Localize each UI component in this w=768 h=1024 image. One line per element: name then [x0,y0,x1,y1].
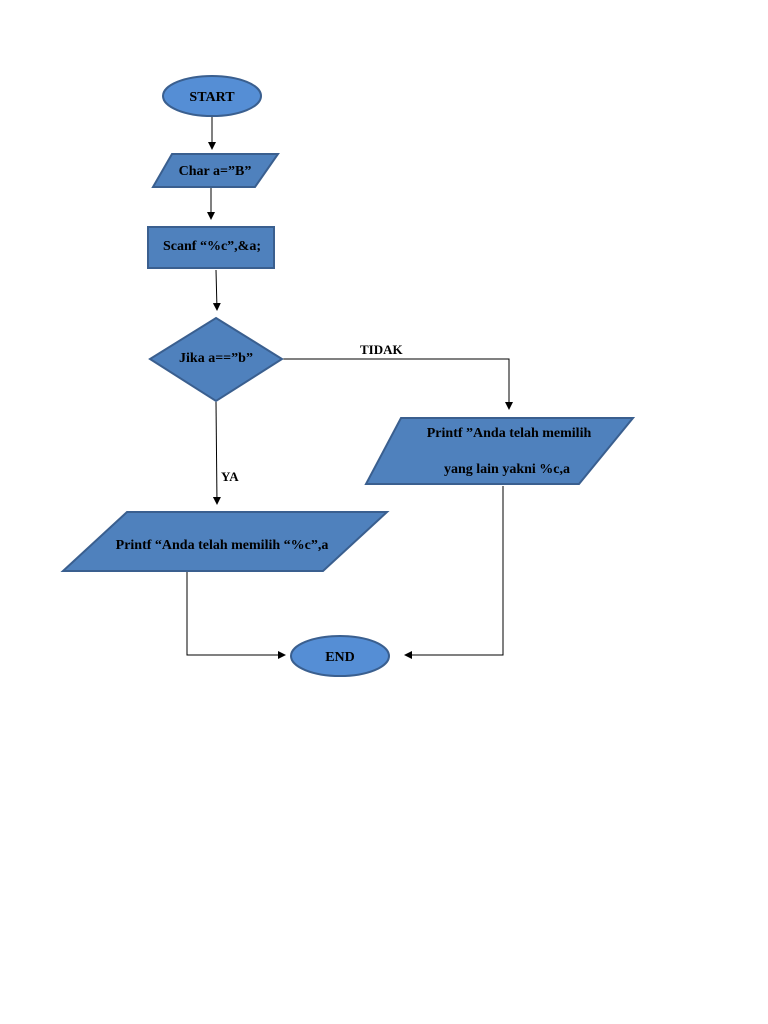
node-print-yes: Printf “Anda telah memilih “%c”,a [60,511,390,572]
terminal-shape [162,75,262,117]
node-declare: Char a=”B” [151,153,280,188]
node-end: END [290,635,390,677]
node-print-yes-label: Printf “Anda telah memilih “%c”,a [116,538,329,553]
edge-decision-to-print-no [282,358,513,410]
edge-label-yes: YA [221,469,239,484]
decision-shape [148,316,284,403]
input-output-shape [364,417,636,485]
node-start-label: START [189,90,235,105]
node-print-no-line1: Printf ”Anda telah memilih [427,426,592,441]
edge-decision-to-print-yes [212,401,221,505]
node-print-no-line2: yang lain yakni %c,a [444,462,570,477]
node-start: START [162,75,262,117]
edge-print-no-to-end [404,486,504,659]
edge-scan-to-decision [212,269,221,311]
process-shape [147,226,275,269]
node-print-no: Printf ”Anda telah memilih yang lain yak… [364,417,636,485]
terminal-shape [290,635,390,677]
input-output-shape [60,511,390,572]
node-declare-label: Char a=”B” [179,164,252,179]
edge-label-no: TIDAK [360,342,404,357]
node-scan-label: Scanf “%c”,&a; [163,239,261,254]
input-output-shape [151,153,280,188]
node-decision: Jika a==”b” [148,316,284,403]
node-end-label: END [325,650,355,665]
edge-print-yes-to-end [186,572,286,659]
node-scan: Scanf “%c”,&a; [147,226,275,269]
node-decision-label: Jika a==”b” [179,351,253,366]
